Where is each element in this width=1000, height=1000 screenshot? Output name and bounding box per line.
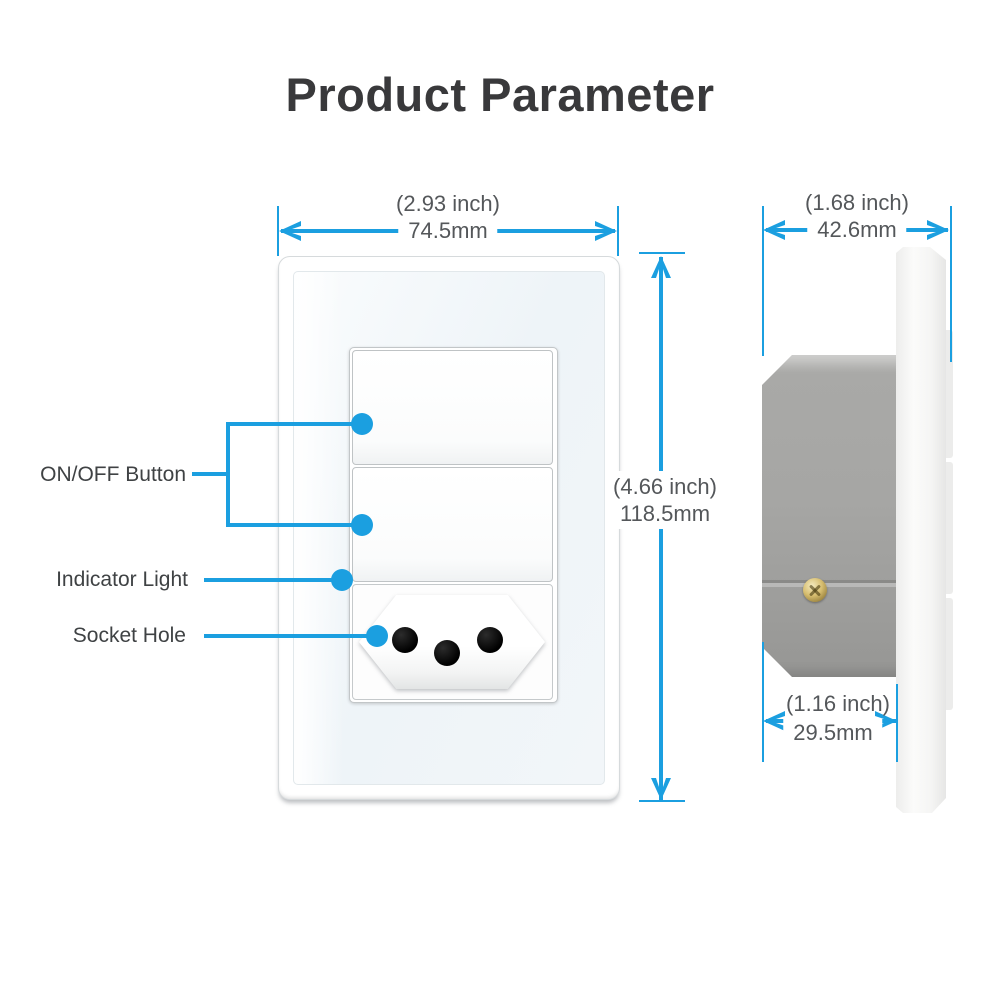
dim-front-height: (4.66 inch) 118.5mm: [605, 471, 725, 529]
callout-dot-bottom-button: [351, 514, 373, 536]
on-off-button-label: ON/OFF Button: [40, 463, 186, 486]
mounting-screw: [803, 578, 827, 602]
indicator-light-label: Indicator Light: [56, 568, 188, 591]
extension-line: [950, 206, 952, 362]
callout-line: [204, 578, 336, 582]
mounting-box-side: [762, 355, 898, 677]
callout-line: [226, 523, 356, 527]
dim-box-depth-mm: 29.5mm: [783, 719, 883, 746]
dim-front-width-inch: (2.93 inch): [396, 191, 500, 216]
rocker-button-top: [352, 350, 553, 465]
extension-line: [617, 206, 619, 256]
callout-line: [204, 634, 371, 638]
socket-pin-hole-right: [477, 627, 503, 653]
callout-line: [226, 422, 356, 426]
socket-recess: [359, 595, 545, 689]
side-button-edge-top: [944, 330, 953, 458]
callout-dot-socket: [366, 625, 388, 647]
extension-line: [762, 206, 764, 356]
extension-line: [639, 800, 685, 802]
socket-pin-hole-left: [392, 627, 418, 653]
extension-line: [639, 252, 685, 254]
dim-front-height-mm: 118.5mm: [619, 501, 711, 526]
wall-plate-side: [896, 247, 946, 813]
page-title: Product Parameter: [285, 68, 715, 121]
dim-side-depth-mm: 42.6mm: [807, 216, 907, 243]
callout-line: [226, 422, 230, 527]
dim-front-width-mm: 74.5mm: [398, 217, 498, 244]
callout-line: [192, 472, 228, 476]
callout-dot-indicator: [331, 569, 353, 591]
socket-section: [352, 584, 553, 700]
side-button-edge-middle: [944, 462, 953, 594]
extension-line: [762, 642, 764, 762]
extension-line: [277, 206, 279, 256]
socket-pin-hole-center: [434, 640, 460, 666]
box-groove-highlight: [762, 583, 898, 587]
side-button-edge-bottom: [944, 598, 953, 710]
extension-line: [896, 684, 898, 762]
dim-box-depth-inch: (1.16 inch): [786, 691, 890, 716]
socket-hole-label: Socket Hole: [72, 624, 186, 647]
box-groove: [762, 580, 898, 583]
dim-front-height-inch: (4.66 inch): [613, 474, 717, 499]
dim-side-depth-inch: (1.68 inch): [805, 190, 909, 215]
callout-dot-top-button: [351, 413, 373, 435]
